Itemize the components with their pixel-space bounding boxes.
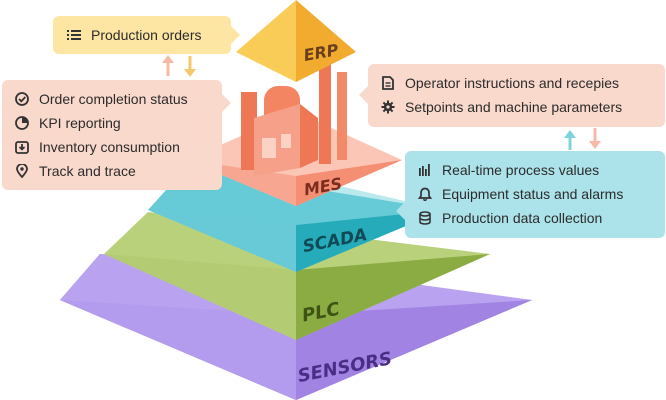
arrow-erp-up (162, 55, 174, 76)
map-pin-icon (14, 163, 30, 179)
bar-chart-icon (417, 162, 433, 178)
mes-outputs-box: Order completion status KPI reporting In… (2, 80, 222, 190)
scada-item-label: Real-time process values (442, 162, 600, 178)
erp-item-label: Production orders (91, 27, 202, 43)
mes-left-item-label: Inventory consumption (39, 139, 180, 155)
scada-item: Real-time process values (417, 158, 665, 182)
mes-inputs-box: Operator instructions and recepies Setpo… (368, 64, 665, 127)
database-icon (417, 210, 433, 226)
scada-item-label: Equipment status and alarms (442, 186, 624, 202)
scada-item-label: Production data collection (442, 210, 603, 226)
arrow-scada-up (564, 130, 576, 150)
pie-chart-icon (14, 115, 30, 131)
document-icon (380, 75, 396, 91)
bell-icon (417, 186, 433, 202)
mes-left-box-pointer (222, 94, 231, 112)
mes-left-item: Inventory consumption (14, 135, 222, 159)
inbox-download-icon (14, 139, 30, 155)
erp-item: Production orders (66, 23, 231, 47)
mes-left-item-label: KPI reporting (39, 115, 121, 131)
mes-right-item: Operator instructions and recepies (380, 71, 665, 95)
list-icon (66, 27, 82, 43)
erp-layer (236, 0, 356, 82)
erp-box-pointer (231, 26, 240, 44)
scada-info-box: Real-time process values Equipment statu… (405, 151, 665, 238)
scada-item: Production data collection (417, 206, 665, 230)
mes-right-item: Setpoints and machine parameters (380, 95, 665, 119)
factory-icon (241, 64, 347, 176)
check-circle-icon (14, 91, 30, 107)
mes-right-box-pointer (359, 86, 368, 104)
gear-icon (380, 99, 396, 115)
plc-layer (104, 212, 490, 340)
mes-left-item: KPI reporting (14, 111, 222, 135)
mes-right-item-label: Setpoints and machine parameters (405, 99, 623, 115)
mes-left-item-label: Track and trace (39, 163, 136, 179)
mes-right-item-label: Operator instructions and recepies (405, 75, 619, 91)
arrow-mes-down (589, 128, 601, 149)
arrow-erp-down (184, 56, 196, 77)
scada-box-pointer (396, 202, 405, 220)
mes-left-item-label: Order completion status (39, 91, 188, 107)
mes-left-item: Track and trace (14, 159, 222, 183)
scada-item: Equipment status and alarms (417, 182, 665, 206)
mes-left-item: Order completion status (14, 87, 222, 111)
erp-info-box: Production orders (53, 16, 231, 54)
